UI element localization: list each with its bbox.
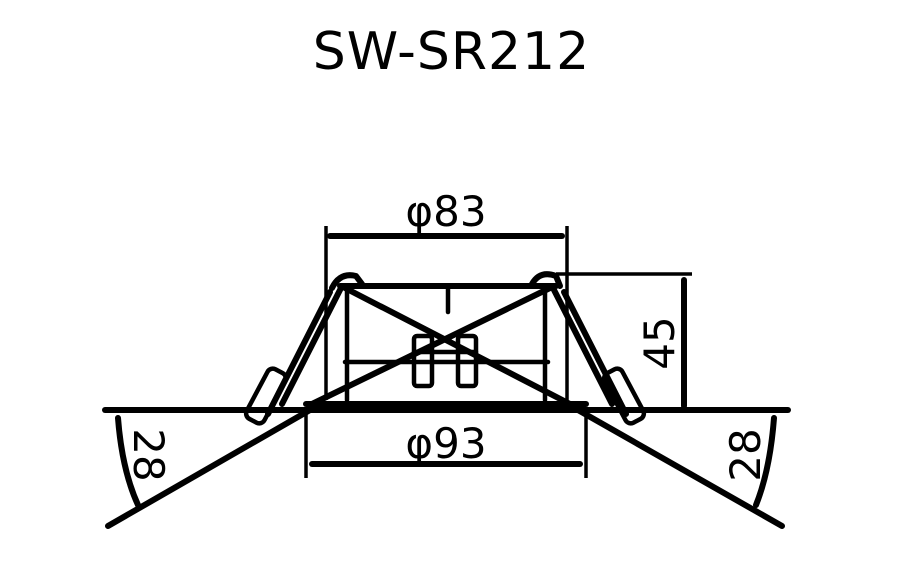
height-label: 45 <box>635 316 684 369</box>
angle-arc-right <box>753 415 777 508</box>
spring-clip-right <box>549 283 647 426</box>
top-diameter-dimension <box>324 226 569 400</box>
top-diameter-label: φ83 <box>405 187 486 236</box>
bottom-diameter-label: φ93 <box>405 419 486 468</box>
tilt-line-left <box>105 407 313 529</box>
tilt-line-right <box>575 407 785 529</box>
bottom-diameter-dimension <box>304 412 588 478</box>
fixture-housing <box>309 271 573 407</box>
angle-arc-left <box>115 415 141 508</box>
height-dimension <box>556 272 692 409</box>
lamp-socket <box>411 333 479 389</box>
diagram-title: SW-SR212 <box>312 22 591 82</box>
left-angle-label: 28 <box>124 428 173 481</box>
spring-clip-left <box>243 283 345 426</box>
right-angle-label: 28 <box>721 428 770 481</box>
